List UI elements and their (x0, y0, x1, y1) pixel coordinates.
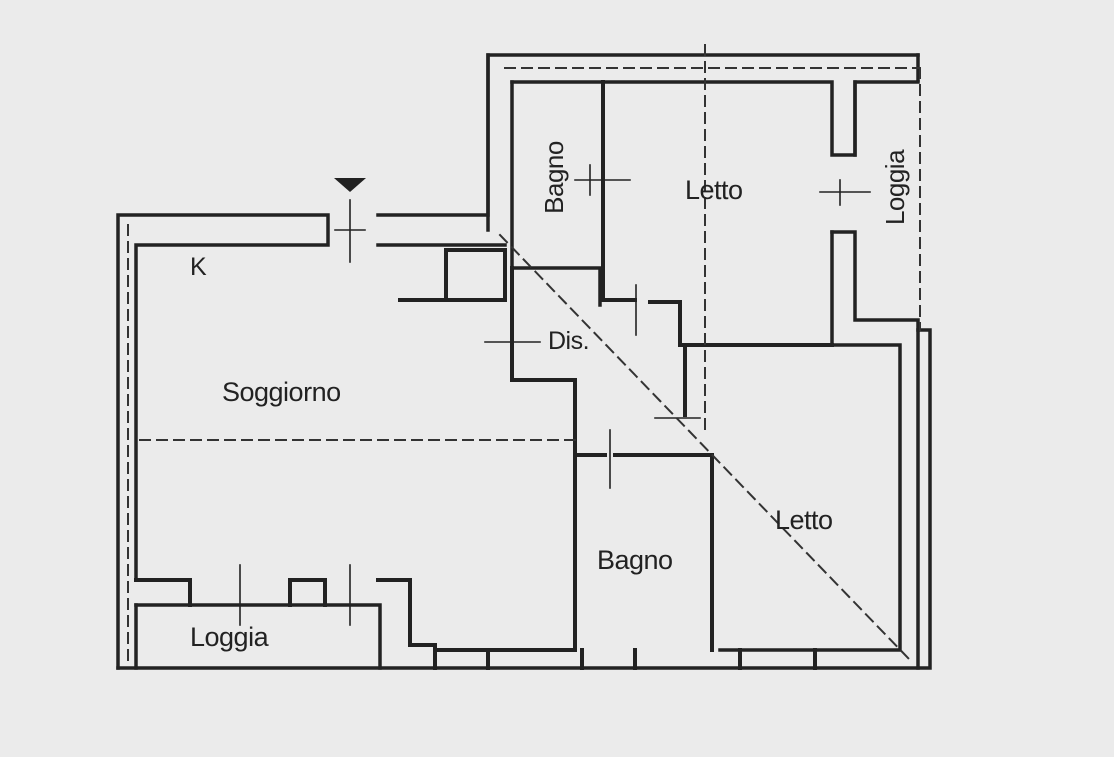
room-label-loggia-bottom: Loggia (190, 622, 269, 652)
room-label-bath-bottom: Bagno (597, 545, 673, 575)
dashed-lines (127, 44, 921, 662)
room-label-bath-top: Bagno (538, 141, 569, 214)
room-label-kitchen: K (190, 253, 207, 281)
room-label-bedroom-top: Letto (685, 175, 743, 205)
outer-walls (116, 53, 932, 670)
room-label-bedroom-bottom: Letto (775, 505, 833, 535)
room-label-loggia-right: Loggia (880, 149, 911, 226)
room-label-hall: Dis. (548, 327, 590, 355)
room-label-living: Soggiorno (222, 377, 341, 407)
triangle-down-icon (334, 178, 366, 192)
